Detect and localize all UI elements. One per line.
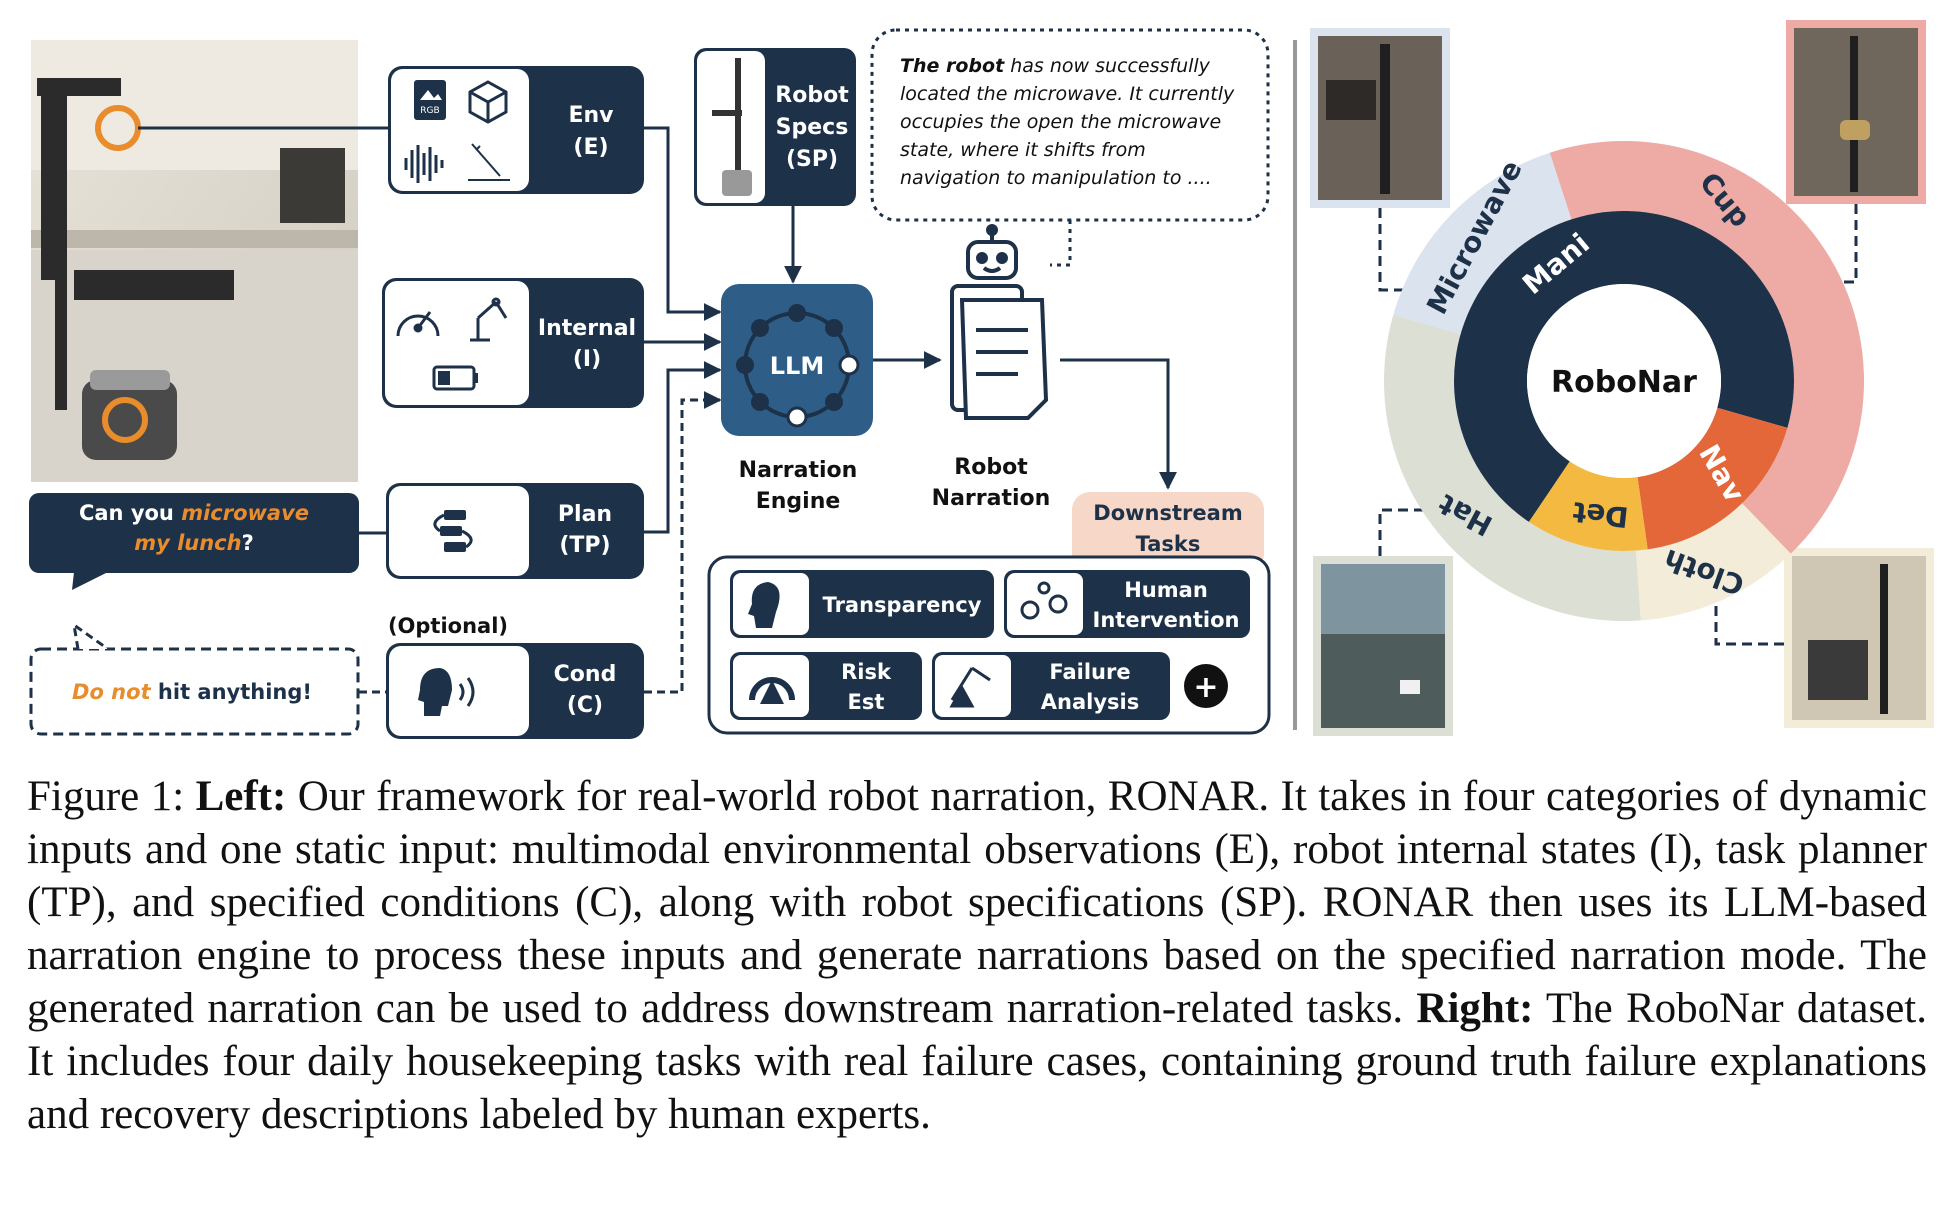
task-transparency: Transparency (730, 570, 994, 638)
task-label: Risk (841, 660, 892, 684)
narration-caption: Narration (932, 486, 1051, 511)
task-human-intervention: Human Intervention (1004, 570, 1250, 638)
caption-right-text: The RoboNar dataset. It includes four da… (27, 985, 1927, 1138)
condition-text: hit anything! (151, 680, 312, 704)
input-name: Env (568, 103, 614, 128)
caption-figure-number: Figure 1: (27, 773, 196, 820)
task-risk-est: Risk Est (730, 652, 922, 720)
inner-segment-det (1528, 461, 1648, 552)
input-name: Cond (554, 662, 617, 687)
downstream-title: Tasks (1136, 532, 1201, 556)
photo-cup (1786, 20, 1926, 204)
outer-segment-cloth (1635, 503, 1791, 621)
caption-left-text: Our framework for real-world robot narra… (27, 773, 1927, 1032)
specs-label: Specs (776, 115, 849, 140)
specs-label: (SP) (786, 147, 838, 172)
speech-line: has now successfully (1004, 55, 1211, 77)
figure-caption: Figure 1: Left: Our framework for real-w… (27, 770, 1927, 1141)
photo-hat (1313, 556, 1453, 736)
svg-text:+: + (1193, 670, 1218, 705)
downstream-tasks: Downstream Tasks Transparency Human Inte… (707, 492, 1271, 735)
input-name: Internal (538, 316, 636, 341)
request-highlight: microwave (181, 501, 309, 525)
image-icon: RGB (414, 80, 446, 120)
outer-segment-cup (1549, 140, 1865, 554)
narration-speech-bubble: The robot has now successfully located t… (870, 28, 1270, 267)
task-label: Failure (1049, 660, 1130, 684)
user-request-bubble: Can you microwave my lunch? (29, 493, 359, 590)
robot-arm-icon (470, 297, 508, 342)
task-label: Transparency (823, 593, 982, 617)
svg-text:The robot has now successfully: The robot has now successfully (900, 55, 1211, 77)
input-plan: Plan (TP) (386, 483, 644, 579)
failure-arm-icon (949, 666, 991, 708)
svg-text:RGB: RGB (420, 106, 439, 116)
inner-segment-mani (1454, 211, 1795, 522)
robot-photo (31, 40, 358, 482)
task-label: Intervention (1093, 608, 1240, 632)
cube-icon (468, 80, 508, 124)
lidar-icon (468, 143, 510, 181)
figure-1: Can you microwave my lunch? Do not hit a… (29, 20, 1934, 739)
donut-center-label: RoboNar (1551, 365, 1697, 400)
robot-thumbnail-icon (712, 58, 752, 196)
caption-right-heading: Right: (1416, 985, 1534, 1032)
photo-cloth (1784, 548, 1934, 728)
input-abbr: (E) (573, 135, 608, 160)
plus-icon: + (1184, 664, 1228, 708)
speech-bold: The robot (900, 55, 1005, 77)
llm-label: LLM (770, 352, 824, 380)
engine-caption: Narration (739, 458, 858, 483)
robot-specs-box: Robot Specs (SP) (694, 48, 856, 206)
caption-left-heading: Left: (195, 773, 287, 820)
photo-microwave (1310, 28, 1450, 208)
input-abbr: (C) (567, 693, 603, 718)
outer-segment-hat (1384, 314, 1641, 621)
condition-highlight: Do not (72, 680, 152, 704)
speech-line: located the microwave. It currently (900, 83, 1235, 105)
svg-text:Can you microwave: Can you microwave (79, 501, 309, 525)
speech-line: navigation to manipulation to .... (900, 167, 1212, 189)
request-text: ? (242, 531, 254, 555)
donut-inner-ring (1454, 211, 1795, 552)
downstream-title: Downstream (1093, 501, 1242, 525)
speaking-head-icon (418, 668, 475, 716)
speaking-head-icon (748, 582, 780, 628)
task-label: Human (1124, 578, 1208, 602)
battery-icon (432, 365, 478, 391)
input-abbr: (I) (573, 347, 601, 372)
task-failure-analysis: Failure Analysis (932, 652, 1170, 720)
donut-outer-ring (1384, 140, 1865, 621)
request-highlight: my lunch (134, 531, 241, 555)
request-text: Can you (79, 501, 181, 525)
gauge-icon (396, 311, 440, 337)
specs-label: Robot (775, 83, 849, 108)
plan-flow-icon (433, 510, 473, 552)
input-abbr: (TP) (559, 533, 610, 558)
audio-wave-icon (404, 145, 444, 183)
segment-label-det: Det (1571, 495, 1630, 534)
engine-caption: Engine (756, 489, 841, 514)
narration-caption: Robot (954, 455, 1028, 480)
optional-tag: (Optional) (388, 614, 508, 638)
task-label: Est (848, 690, 885, 714)
svg-text:my lunch?: my lunch? (134, 531, 254, 555)
llm-engine: LLM (721, 284, 873, 436)
input-name: Plan (558, 502, 612, 527)
gear-person-icon (1020, 581, 1068, 620)
speech-line: occupies the open the microwave (900, 111, 1221, 133)
robot-narration-icon (950, 224, 1049, 420)
risk-gauge-icon (749, 677, 795, 704)
task-label: Analysis (1041, 690, 1139, 714)
input-internal: Internal (I) (382, 278, 644, 408)
svg-text:Do not hit anything!: Do not hit anything! (72, 680, 312, 704)
inner-segment-nav (1637, 407, 1788, 550)
input-env: RGB Env (E) (388, 66, 644, 194)
speech-line: state, where it shifts from (900, 139, 1146, 161)
input-cond: Cond (C) (386, 643, 644, 739)
outer-segment-microwave (1393, 152, 1572, 335)
condition-bubble: Do not hit anything! (29, 621, 360, 736)
